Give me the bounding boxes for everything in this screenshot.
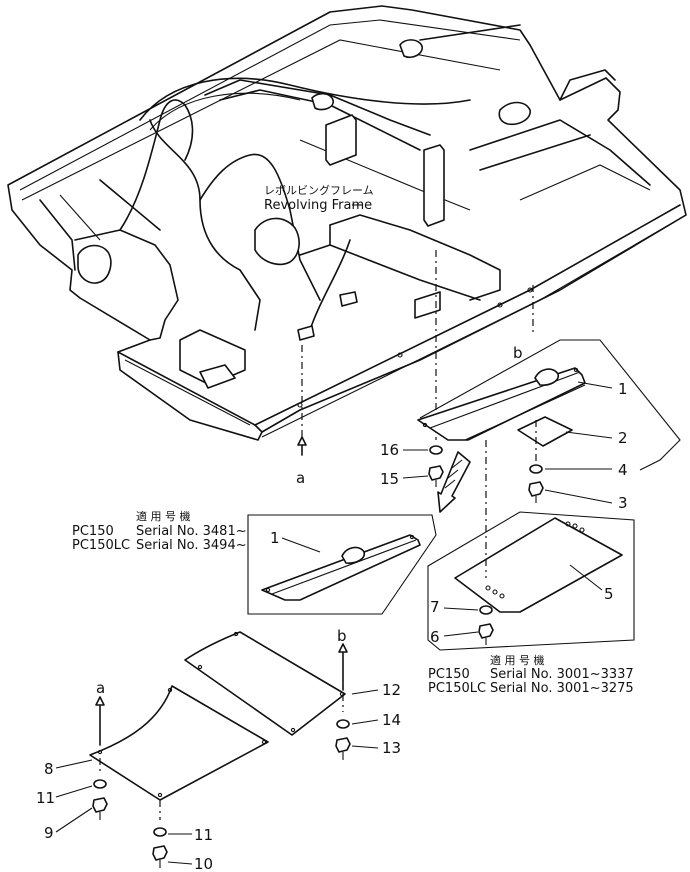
revolving-frame: [7, 5, 687, 441]
frame-label-en: Revolving Frame: [264, 198, 372, 213]
callout-3: 3: [618, 494, 628, 512]
callout-1: 1: [618, 380, 628, 398]
serial-right-model-2: PC150LC: [428, 681, 486, 696]
callout-14: 14: [382, 711, 401, 729]
view-marker-b-bottom: b: [337, 627, 347, 645]
cover-assembly-right: [402, 339, 681, 513]
callout-10: 10: [194, 855, 213, 872]
serial-left-model-2: PC150LC: [72, 538, 130, 553]
callout-2: 2: [618, 429, 628, 447]
callout-5: 5: [604, 585, 614, 603]
serial-left-serial-1: Serial No. 3481~: [136, 524, 247, 539]
serial-left-serial-2: Serial No. 3494~: [136, 538, 247, 553]
callout-9: 9: [44, 824, 54, 842]
view-marker-a-bottom: a: [96, 679, 105, 697]
view-marker-a-top: a: [296, 469, 305, 487]
callout-1-inset: 1: [270, 529, 280, 547]
callout-7: 7: [430, 598, 440, 616]
serial-right-model-1: PC150: [428, 667, 470, 682]
serial-right-serial-2: Serial No. 3001~3275: [490, 681, 634, 696]
callout-12: 12: [382, 681, 401, 699]
view-marker-b-top: b: [513, 344, 523, 362]
serial-left-model-1: PC150: [72, 524, 114, 539]
callout-11-right: 11: [194, 826, 213, 844]
inset-cover-left: [247, 514, 437, 615]
callout-13: 13: [382, 739, 401, 757]
callout-15: 15: [380, 470, 399, 488]
arrow-a-top-head: [297, 436, 307, 446]
callout-8: 8: [44, 760, 54, 778]
callout-6: 6: [430, 628, 440, 646]
serial-box-left: 適 用 号 機 PC150 Serial No. 3481~ PC150LC S…: [72, 509, 247, 553]
frame-label-jp: レボルビングフレーム: [264, 183, 374, 197]
inset-plate-right: [427, 440, 635, 651]
under-covers-bottom: [55, 631, 379, 868]
serial-right-header: 適 用 号 機: [490, 653, 545, 667]
callout-4: 4: [618, 461, 628, 479]
serial-right-serial-1: Serial No. 3001~3337: [490, 667, 634, 682]
serial-box-right: 適 用 号 機 PC150 Serial No. 3001~3337 PC150…: [428, 653, 634, 696]
callout-11-left: 11: [36, 789, 55, 807]
serial-left-header: 適 用 号 機: [136, 509, 191, 523]
callout-16: 16: [380, 441, 399, 459]
